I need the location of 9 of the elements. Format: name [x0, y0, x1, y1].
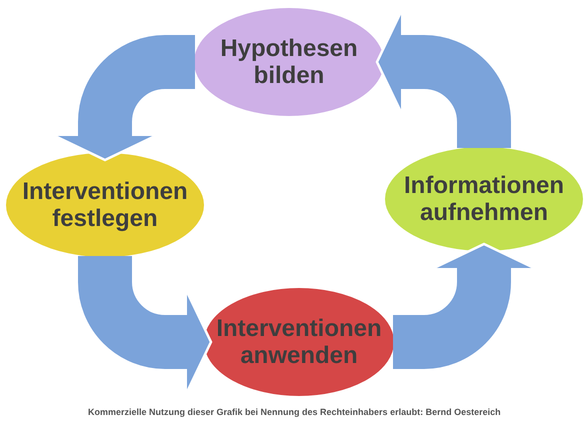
curved-arrow — [56, 35, 195, 162]
step-label: Hypothesen bilden — [220, 35, 358, 89]
step-label: Informationen aufnehmen — [404, 172, 564, 226]
step-label: Interventionen anwenden — [216, 315, 382, 369]
curved-arrow — [376, 12, 511, 149]
attribution-text: Kommerzielle Nutzung dieser Grafik bei Nennung des Rechteinhabers erlaubt: Bernd Oestereich — [88, 406, 501, 419]
step-label: Interventionen festlegen — [22, 178, 188, 232]
curved-arrow — [78, 255, 212, 392]
curved-arrow — [393, 242, 534, 369]
